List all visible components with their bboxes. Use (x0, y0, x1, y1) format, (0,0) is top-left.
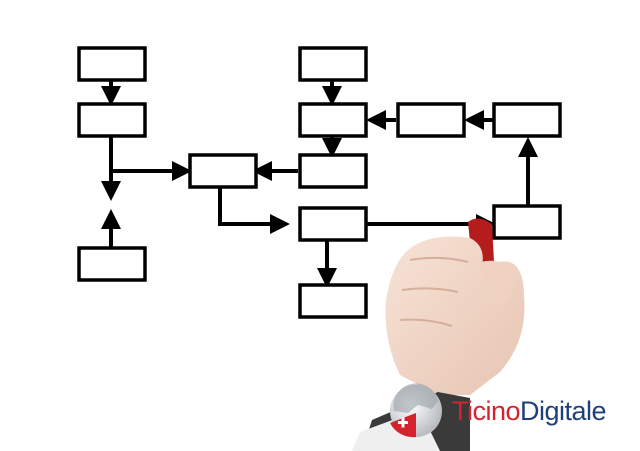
finger-line (409, 256, 469, 263)
flowchart-box (298, 102, 368, 138)
flowchart-box (298, 153, 368, 189)
flowchart-box (396, 102, 466, 138)
finger-line (399, 318, 453, 327)
flowchart-box (492, 204, 562, 240)
flowchart-box (77, 46, 147, 82)
connector (218, 187, 290, 234)
brand-name: TicinoDigitale (452, 395, 607, 426)
hand-with-marker (352, 218, 525, 451)
finger-line (401, 287, 459, 293)
flowchart-box (77, 246, 147, 282)
brand-part-ticino: Ticino (452, 395, 521, 426)
ticino-digitale-logo: TicinoDigitale (388, 383, 607, 439)
globe-swiss-cross-icon (390, 383, 442, 438)
flowchart-boxes (77, 46, 562, 319)
flowchart-box (298, 46, 368, 82)
flowchart-box (188, 153, 258, 189)
thumb (480, 260, 514, 306)
flowchart-box (492, 102, 562, 138)
brand-part-digitale: Digitale (520, 395, 607, 426)
flowchart-box (298, 206, 368, 242)
flowchart-box (298, 283, 368, 319)
flowchart-box (77, 102, 147, 138)
